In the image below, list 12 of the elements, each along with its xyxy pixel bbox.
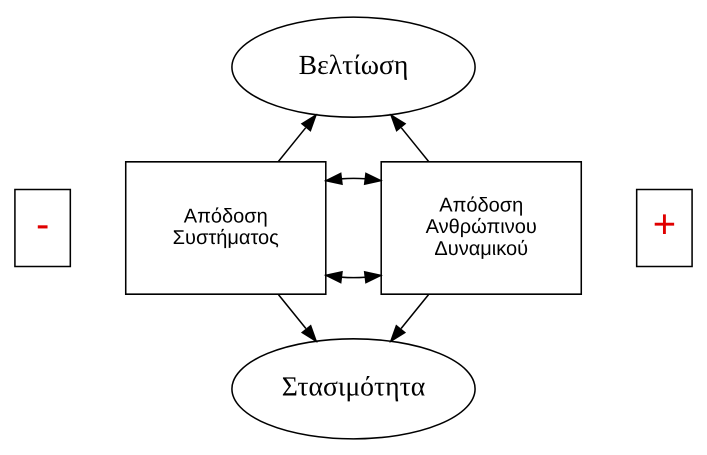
arrow — [278, 294, 318, 342]
node-box: - — [14, 188, 72, 267]
node-box: + — [636, 188, 693, 267]
arrow — [389, 294, 430, 342]
node-box: Απόδοση Συστήματος — [124, 160, 327, 294]
arrow — [278, 112, 318, 162]
arrow — [390, 112, 430, 162]
node-ellipse: Βελτίωση — [231, 16, 476, 118]
arrow — [324, 172, 383, 185]
node-box: Απόδοση Ανθρώπινου Δυναμικού — [380, 160, 582, 294]
node-ellipse: Στασιμότητα — [231, 338, 476, 440]
arrow — [324, 270, 383, 284]
